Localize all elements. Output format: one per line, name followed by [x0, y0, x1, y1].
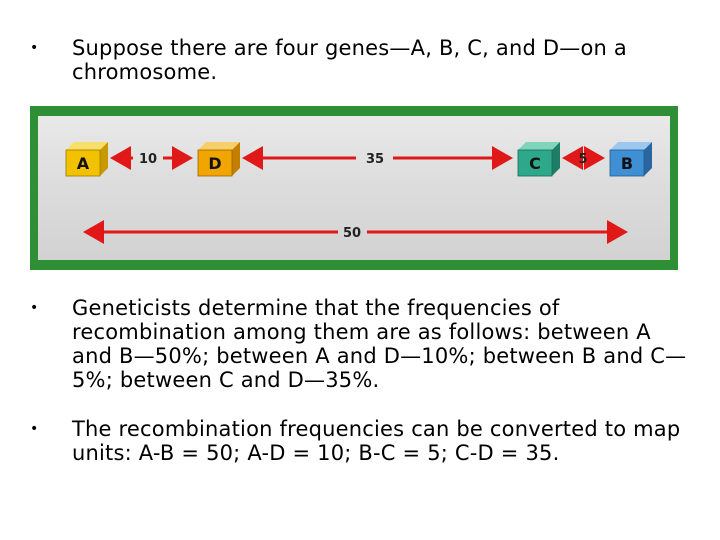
- bullet-item-3: • The recombination frequencies can be c…: [30, 417, 690, 465]
- genetic-map-figure: A D C B 10 35: [30, 106, 678, 270]
- gene-label-c: C: [529, 154, 541, 173]
- distance-a-d: 10: [139, 152, 157, 167]
- bullet-item-1: • Suppose there are four genes—A, B, C, …: [30, 36, 690, 84]
- bullet-text-frequencies: Geneticists determine that the frequenci…: [72, 296, 690, 392]
- gene-box-b: B: [610, 142, 652, 176]
- distance-d-c: 35: [366, 152, 384, 167]
- bullet-dot: •: [30, 296, 38, 320]
- bullet-dot: •: [30, 417, 38, 441]
- bullet-item-2: • Geneticists determine that the frequen…: [30, 296, 690, 392]
- bullet-dot: •: [30, 36, 38, 60]
- gene-label-d: D: [208, 154, 221, 173]
- gene-box-d: D: [198, 142, 240, 176]
- gene-box-a: A: [66, 142, 108, 176]
- gene-box-c: C: [518, 142, 560, 176]
- gene-label-a: A: [77, 154, 90, 173]
- gene-label-b: B: [621, 154, 633, 173]
- distance-c-b: 5: [578, 152, 587, 167]
- bullet-text-map-units: The recombination frequencies can be con…: [72, 417, 690, 465]
- bullet-text-genes: Suppose there are four genes—A, B, C, an…: [72, 36, 690, 84]
- distance-a-b: 50: [343, 226, 361, 241]
- genetic-map-svg: A D C B 10 35: [30, 106, 678, 270]
